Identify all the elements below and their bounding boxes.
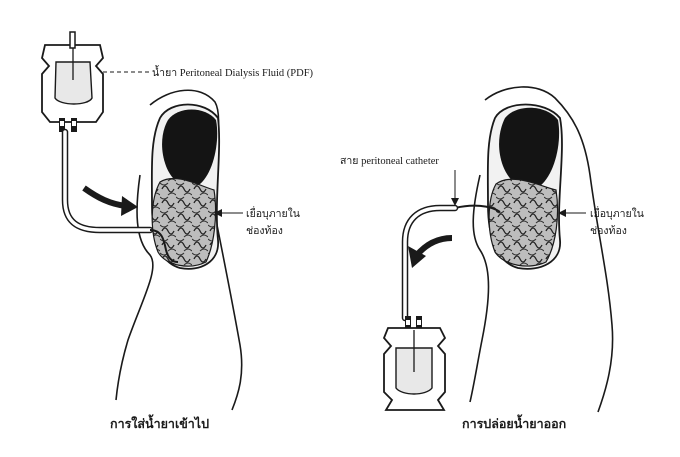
caption-drain: การปล่อยน้ำยาออก <box>462 414 566 431</box>
membrane-label-right-line2: ช่องท้อง <box>590 225 627 237</box>
intestines-left <box>152 178 215 266</box>
catheter-label: สาย peritoneal catheter <box>340 156 439 167</box>
inflow-arrowhead <box>121 196 138 216</box>
fluid-bag-label: น้ำยา Peritoneal Dialysis Fluid (PDF) <box>152 65 314 79</box>
membrane-label-right-line1: เยื่อบุภายใน <box>590 206 644 220</box>
caption-fill: การใส่น้ำยาเข้าไป <box>110 414 209 431</box>
left-panel: น้ำยา Peritoneal Dialysis Fluid (PDF) เย… <box>42 32 314 431</box>
membrane-label-left-line2: ช่องท้อง <box>246 225 283 237</box>
membrane-label-left-line1: เยื่อบุภายใน <box>246 206 300 220</box>
inflow-arrow <box>84 188 126 206</box>
intestines-right <box>489 179 557 266</box>
fluid-bag-bottom <box>384 316 445 410</box>
right-panel: สาย peritoneal catheter เยื่อบุภายใน ช่อ… <box>340 87 644 431</box>
outflow-arrow <box>416 238 452 256</box>
fluid-bag-top <box>42 32 103 132</box>
body-back-right <box>470 175 489 402</box>
